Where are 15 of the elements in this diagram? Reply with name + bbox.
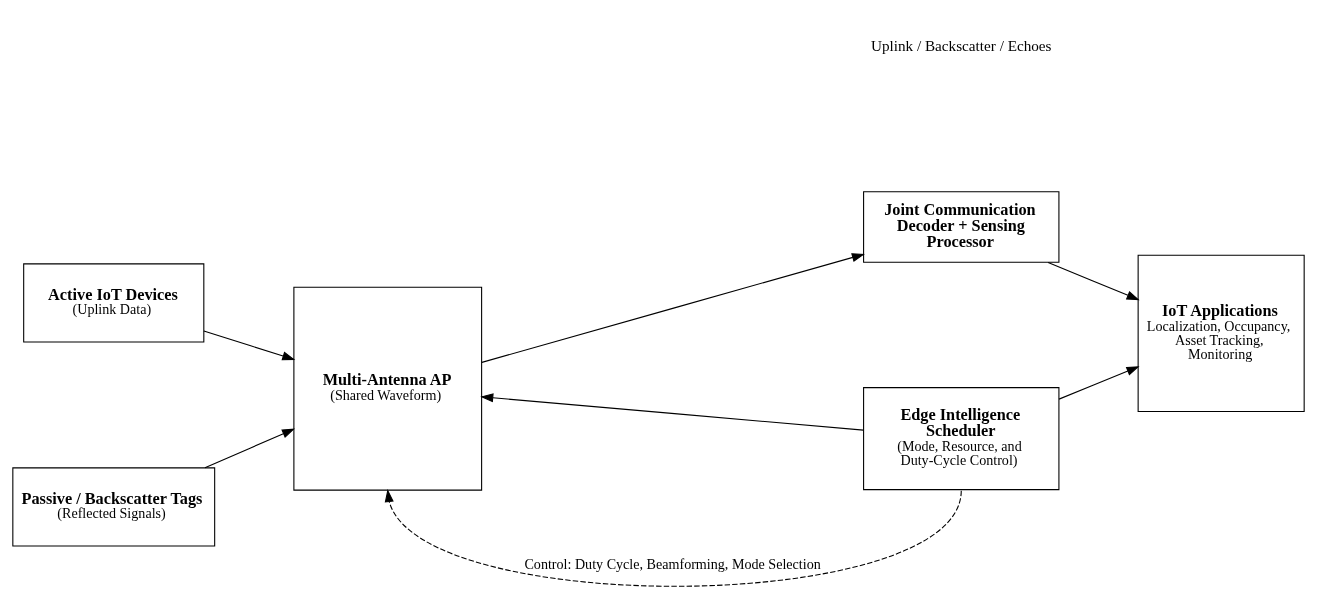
arrow — [1047, 261, 1140, 300]
label: Uplink / Backscatter / Echoes — [871, 36, 1052, 54]
arrow — [481, 252, 865, 363]
arrow — [204, 428, 296, 468]
node-box: Edge Intelligence Scheduler (Mode, Resource, and Duty-Cycle Control) — [863, 386, 1060, 490]
arrow — [203, 330, 296, 360]
arrow — [480, 392, 864, 431]
node-box: Multi-Antenna AP (Shared Waveform) — [293, 286, 483, 491]
node-box: Joint Communication Decoder + Sensing Processor — [863, 190, 1060, 263]
node-box: IoT Applications Localization, Occupancy, Asset Tracking, Monitoring — [1137, 254, 1305, 412]
arrow — [1058, 365, 1140, 400]
arrow — [384, 488, 962, 587]
edge-label: Control: Duty Cycle, Beamforming, Mode Selection — [524, 555, 821, 572]
node-box: Passive / Backscatter Tags (Reflected Signals) — [12, 466, 216, 547]
node-box: Active IoT Devices (Uplink Data) — [23, 262, 205, 343]
